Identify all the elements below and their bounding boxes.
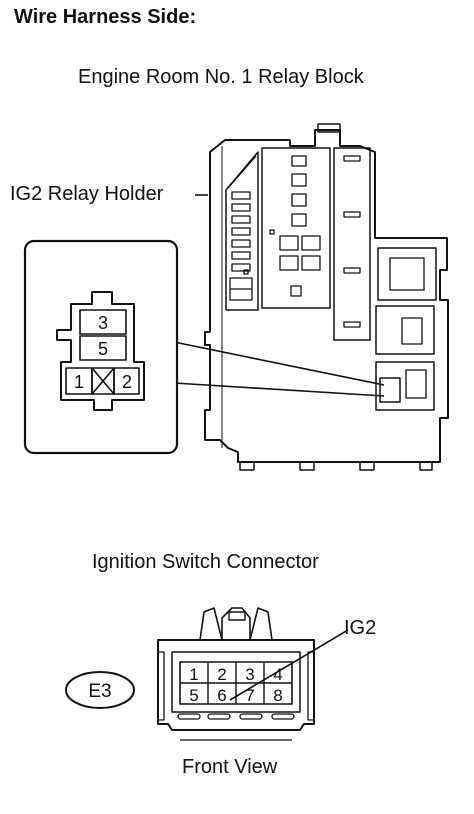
right-compartments bbox=[375, 247, 437, 411]
page-title: Wire Harness Side: bbox=[14, 6, 197, 28]
holder-callout-lines bbox=[173, 194, 385, 397]
connector-code-badge bbox=[65, 671, 135, 709]
holder-pin-5: 5 bbox=[98, 339, 108, 359]
connector-pin-7: 7 bbox=[245, 686, 254, 705]
ignition-switch-connector bbox=[157, 607, 349, 741]
connector-pin-3: 3 bbox=[245, 665, 254, 684]
connector-pin-4: 4 bbox=[273, 665, 282, 684]
holder-pin-2: 2 bbox=[122, 372, 132, 392]
relay-block-title: Engine Room No. 1 Relay Block bbox=[78, 66, 364, 88]
connector-pin-1: 1 bbox=[189, 665, 198, 684]
connector-code-label: E3 bbox=[88, 681, 111, 702]
holder-pin-3: 3 bbox=[98, 313, 108, 333]
middle-relay-area bbox=[261, 147, 331, 309]
relay-block-body bbox=[204, 123, 449, 471]
connector-pin-5: 5 bbox=[189, 686, 198, 705]
ignition-switch-connector-title: Ignition Switch Connector bbox=[92, 551, 319, 573]
connector-pin-8: 8 bbox=[273, 686, 282, 705]
holder-pin-1: 1 bbox=[74, 372, 84, 392]
right-fuse-column bbox=[333, 147, 371, 341]
ig2-relay-holder-slot bbox=[379, 377, 401, 403]
front-view-label: Front View bbox=[182, 756, 278, 778]
ig2-relay-holder-label: IG2 Relay Holder bbox=[10, 183, 164, 205]
ig2-callout-label: IG2 bbox=[344, 617, 377, 639]
connector-pin-2: 2 bbox=[217, 665, 226, 684]
ig2-holder-inset bbox=[23, 239, 179, 455]
connector-pin-6: 6 bbox=[217, 686, 226, 705]
fuse-column bbox=[225, 151, 259, 311]
